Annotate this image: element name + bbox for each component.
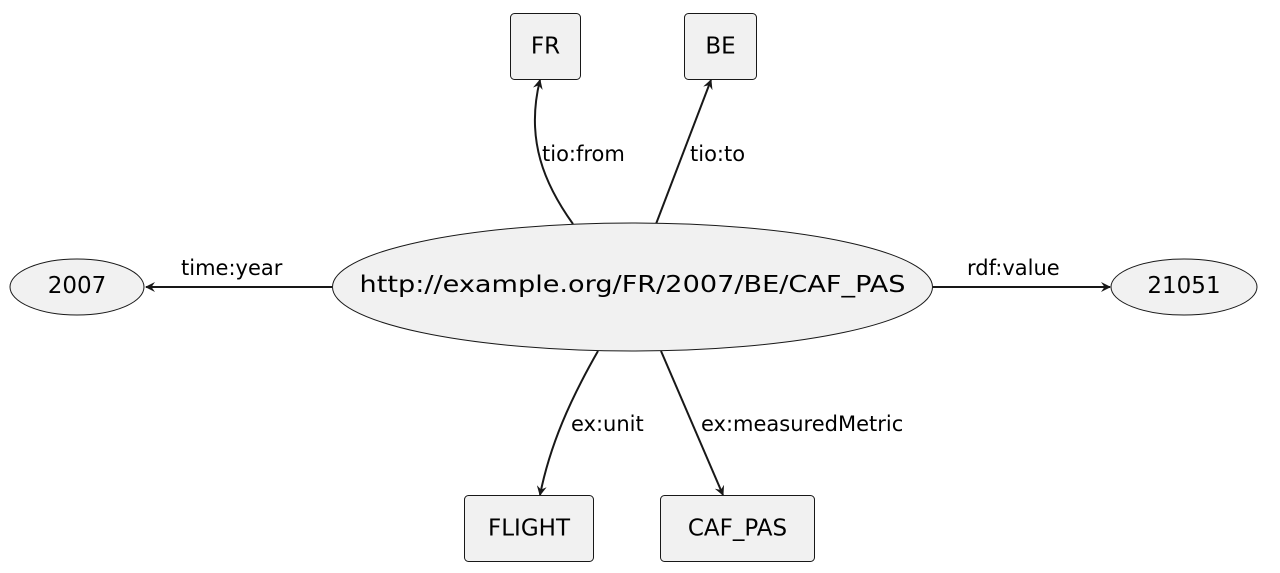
- node-fr-label: FR: [531, 34, 560, 60]
- edge-tio-from-label: tio:from: [542, 142, 625, 166]
- node-be-label: BE: [705, 34, 735, 60]
- node-center-ellipse: [332, 222, 933, 352]
- edge-ex-unit-line: [536, 350, 599, 496]
- edge-time-year: time:year: [145, 256, 332, 292]
- edge-tio-from-line: [532, 79, 574, 225]
- node-flight[interactable]: FLIGHT: [464, 495, 594, 562]
- edge-tio-to-label: tio:to: [690, 142, 745, 166]
- node-caf-pas-box: [660, 495, 815, 562]
- edge-ex-measured-metric-label: ex:measuredMetric: [701, 412, 903, 436]
- node-center[interactable]: http://example.org/FR/2007/BE/CAF_PAS: [332, 222, 933, 352]
- edge-ex-measured-metric-line: [660, 350, 725, 496]
- node-value[interactable]: 21051: [1110, 258, 1258, 316]
- edge-tio-to: tio:to: [655, 79, 745, 225]
- edge-ex-unit-label: ex:unit: [571, 412, 644, 436]
- edge-ex-unit: ex:unit: [536, 350, 644, 496]
- edge-ex-measured-metric: ex:measuredMetric: [660, 350, 903, 496]
- node-be[interactable]: BE: [684, 13, 757, 80]
- node-value-ellipse: [1110, 258, 1258, 316]
- edge-tio-to-line: [655, 79, 713, 225]
- node-fr[interactable]: FR: [510, 13, 581, 80]
- node-year-ellipse: [9, 258, 145, 316]
- node-caf-pas[interactable]: CAF_PAS: [660, 495, 815, 562]
- node-year[interactable]: 2007: [9, 258, 145, 316]
- node-flight-box: [464, 495, 594, 562]
- edge-rdf-value: rdf:value: [933, 256, 1111, 292]
- node-be-box: [684, 13, 757, 80]
- node-year-label: 2007: [48, 273, 107, 299]
- edge-rdf-value-label: rdf:value: [967, 256, 1060, 280]
- node-flight-label: FLIGHT: [488, 516, 571, 542]
- node-value-label: 21051: [1147, 273, 1220, 299]
- edge-time-year-label: time:year: [181, 256, 283, 280]
- node-fr-box: [510, 13, 581, 80]
- node-center-label: http://example.org/FR/2007/BE/CAF_PAS: [360, 272, 906, 298]
- edge-tio-from: tio:from: [532, 79, 625, 225]
- node-caf-pas-label: CAF_PAS: [688, 516, 787, 542]
